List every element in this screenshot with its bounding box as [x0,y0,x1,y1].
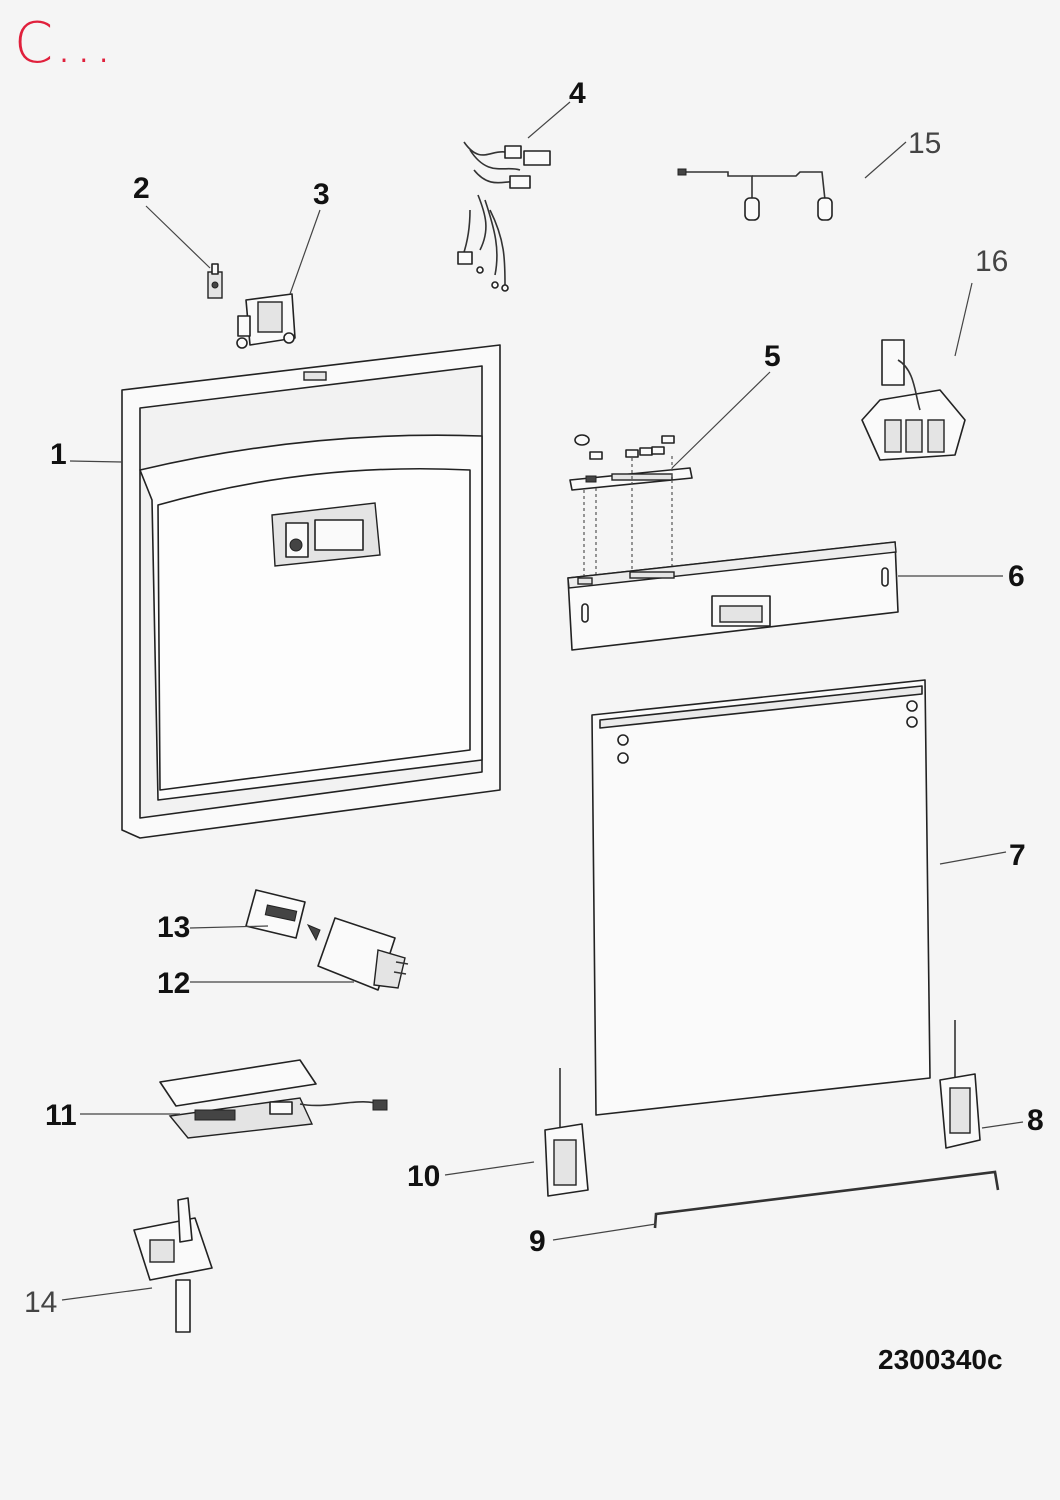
callout-labels: 1 2 3 4 5 6 7 8 9 10 11 12 13 14 15 16 [24,77,1044,1319]
part-9-rod[interactable] [653,1170,1000,1229]
leader-lines [61,101,1024,1301]
drawing-number: 2300340c [878,1344,1003,1375]
part-10-hinge-left[interactable] [544,1068,589,1197]
callout-6: 6 [1008,560,1025,593]
callout-8: 8 [1027,1104,1044,1137]
callout-2: 2 [133,172,150,205]
callout-16: 16 [975,245,1008,278]
part-8-hinge-right[interactable] [939,1020,981,1149]
part-2-catch[interactable] [207,263,223,299]
callout-15: 15 [908,127,941,160]
part-4-wiring-harness[interactable] [457,141,551,292]
page-title: C... [14,11,115,76]
callout-7: 7 [1009,839,1026,872]
part-15-sensor-cable[interactable] [677,168,833,221]
part-16-door-switch[interactable] [861,339,966,461]
part-1-inner-door[interactable] [121,344,501,839]
part-5-button-set[interactable] [569,434,693,578]
part-14-valve[interactable] [133,1197,213,1333]
callout-11: 11 [45,1099,77,1132]
part-7-outer-door[interactable] [591,679,931,1116]
callout-10: 10 [407,1160,440,1193]
part-3-door-lock[interactable] [236,293,296,349]
callout-14: 14 [24,1286,57,1319]
part-13-label[interactable] [245,889,321,942]
callout-13: 13 [157,911,190,944]
part-12-module[interactable] [317,917,409,991]
callout-3: 3 [313,178,330,211]
callout-4: 4 [569,77,586,110]
door-dispenser [271,502,381,567]
callout-9: 9 [529,1225,546,1258]
part-6-control-panel[interactable] [567,541,899,651]
callout-12: 12 [157,967,190,1000]
callout-1: 1 [50,438,67,471]
callout-5: 5 [764,340,781,373]
part-11-control-board[interactable] [159,1059,388,1139]
